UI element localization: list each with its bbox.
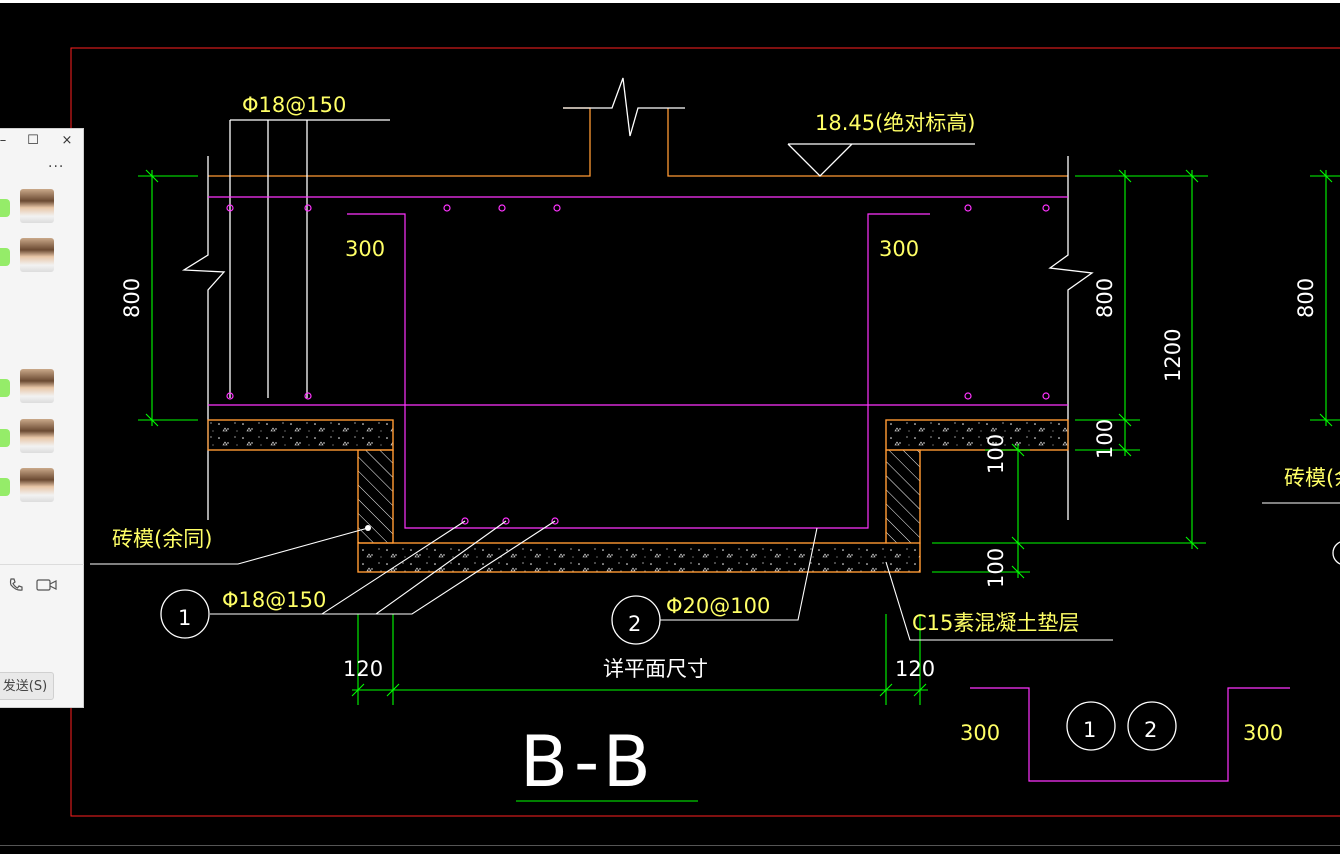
detail-callout-1-number: 1: [1083, 718, 1096, 742]
wall-lines: [181, 119, 1094, 520]
message-row: [0, 238, 84, 274]
brick-mold-right: [885, 449, 921, 544]
concrete-cushion: [357, 542, 921, 573]
avatar[interactable]: [20, 238, 54, 272]
callout-circles: [160, 541, 1340, 751]
dimension-800-right: 800: [1093, 278, 1117, 318]
avatar[interactable]: [20, 468, 54, 502]
dimension-300-left: 300: [345, 237, 385, 261]
detail-300-right: 300: [1243, 721, 1283, 745]
dimension-100-b: 100: [984, 434, 1008, 474]
dimension-120-left: 120: [343, 657, 383, 681]
brick-mold-label-right: 砖模(余: [1284, 466, 1340, 490]
callout-1-number: 1: [178, 606, 191, 630]
callout-2-number: 2: [628, 612, 641, 636]
message-row: [0, 369, 84, 405]
concrete-slab-right: [885, 419, 1069, 451]
leader-lines: [90, 502, 1340, 641]
message-row: [0, 419, 84, 455]
dimension-100-c: 100: [984, 548, 1008, 588]
rebar-dots: [226, 204, 1050, 525]
brick-mold-label: 砖模(余同): [112, 527, 212, 551]
concrete-slab-left: [207, 419, 394, 451]
rebar-lines: [208, 196, 1290, 782]
more-icon[interactable]: ···: [48, 159, 65, 175]
slab-outline: [208, 107, 1068, 573]
phone-icon[interactable]: [8, 577, 24, 597]
message-bubble[interactable]: [0, 248, 10, 266]
bottom-window-edge: [0, 845, 1340, 854]
message-bubble[interactable]: [0, 199, 10, 217]
avatar[interactable]: [20, 419, 54, 453]
dimension-1200: 1200: [1161, 329, 1185, 382]
cushion-layer-label: C15素混凝土垫层: [912, 611, 1079, 635]
avatar[interactable]: [20, 369, 54, 403]
message-row: [0, 468, 84, 504]
section-title: B-B: [520, 721, 657, 803]
detail-callout-2-number: 2: [1144, 718, 1157, 742]
maximize-button[interactable]: ☐: [27, 133, 39, 148]
message-bubble[interactable]: [0, 429, 10, 447]
avatar[interactable]: [20, 189, 54, 223]
input-divider: [0, 564, 84, 565]
message-bubble[interactable]: [0, 478, 10, 496]
dimension-800-far-right: 800: [1294, 278, 1318, 318]
rebar-label-top: Φ18@150: [242, 93, 346, 117]
leader-dot: [365, 525, 371, 531]
chat-titlebar: – ☐ ×: [0, 129, 83, 157]
close-button[interactable]: ×: [61, 133, 73, 148]
dimension-100-a: 100: [1093, 419, 1117, 459]
dimension-800-left: 800: [120, 278, 144, 318]
break-line-top: [563, 77, 685, 137]
detail-300-left: 300: [960, 721, 1000, 745]
top-window-edge: [0, 0, 1340, 3]
minimize-button[interactable]: –: [0, 133, 7, 148]
send-button[interactable]: 发送(S): [0, 672, 54, 700]
plan-dimension-label: 详平面尺寸: [603, 657, 708, 681]
dimension-lines: [138, 169, 1340, 802]
dimension-300-right: 300: [879, 237, 919, 261]
rebar-callout-1-label: Φ18@150: [222, 588, 326, 612]
video-icon[interactable]: [36, 577, 58, 597]
message-row: [0, 189, 84, 225]
chat-window[interactable]: – ☐ × ··· 发送(S): [0, 128, 84, 708]
message-bubble[interactable]: [0, 379, 10, 397]
brick-mold-left: [357, 449, 394, 544]
dimension-120-right: 120: [895, 657, 935, 681]
rebar-callout-2-label: Φ20@100: [666, 594, 770, 618]
elevation-label: 18.45(绝对标高): [815, 111, 976, 135]
